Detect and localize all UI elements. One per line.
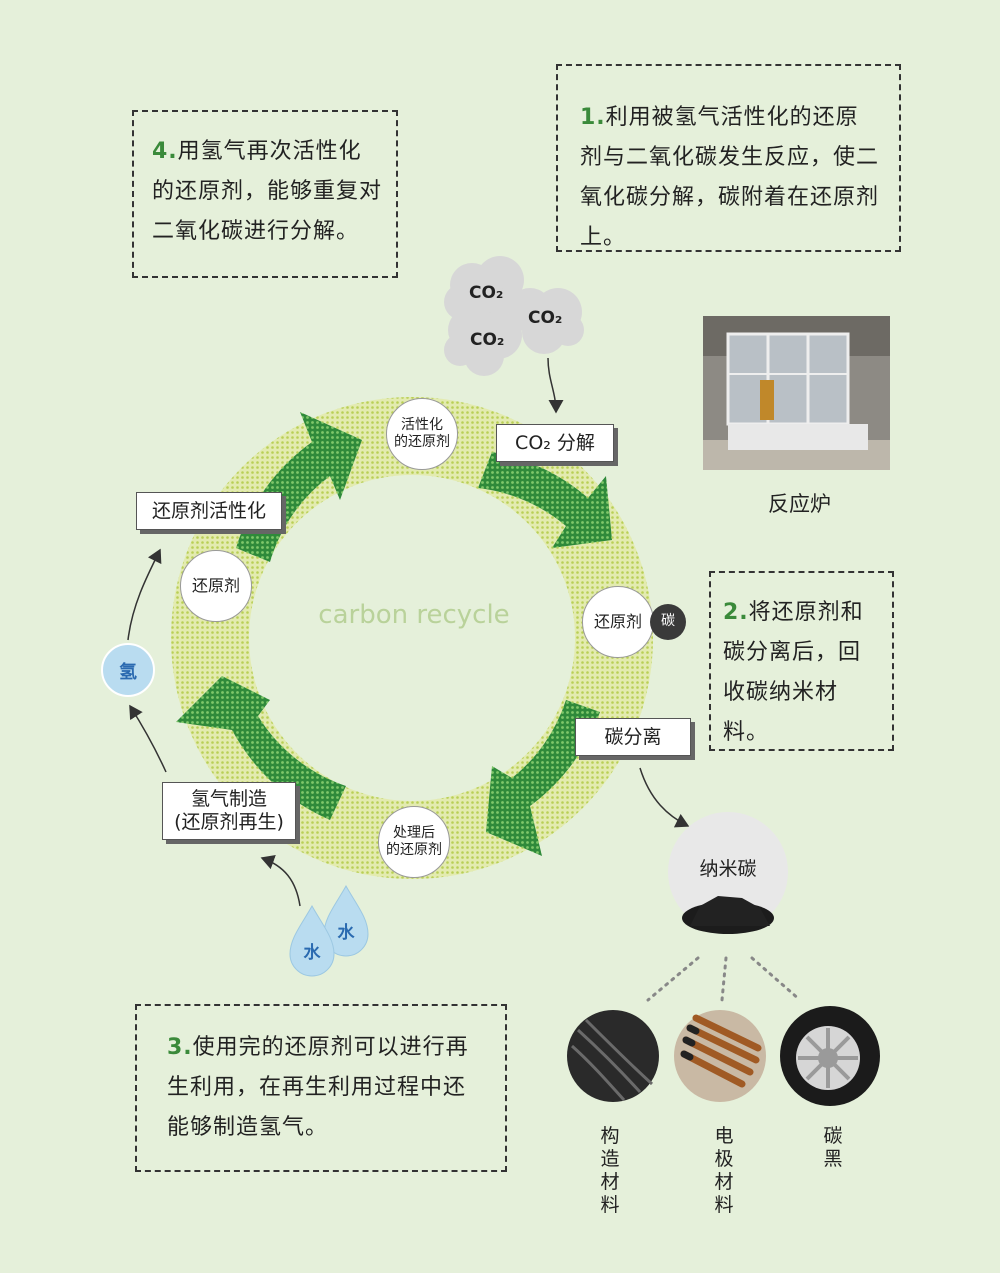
product-structural-label: 构造材料 <box>600 1125 620 1216</box>
step-1-box: 1.利用被氢气活性化的还原剂与二氧化碳发生反应，使二氧化碳分解，碳附着在还原剂上… <box>556 64 901 252</box>
step-4-text: 用氢气再次活性化的还原剂，能够重复对二氧化碳进行分解。 <box>152 139 383 244</box>
processed-line1: 处理后 <box>393 824 435 841</box>
co2-label-1: CO₂ <box>469 283 504 303</box>
water-to-hydrogen-make-arrow <box>260 855 301 907</box>
co2-decompose-label: CO₂ 分解 <box>496 424 614 462</box>
separation-to-nanocarbon-arrow <box>639 767 690 828</box>
water-label-front: 水 <box>303 943 321 963</box>
agent-left-label: 还原剂 <box>191 576 240 595</box>
agent-left-circle: 还原剂 <box>180 550 252 622</box>
carbon-separation-text: 碳分离 <box>604 725 662 748</box>
processed-line2: 的还原剂 <box>386 842 442 858</box>
step-2-box: 2.将还原剂和碳分离后，回收碳纳米材料。 <box>709 571 894 751</box>
cycle-arrow-bottom-right <box>486 700 600 856</box>
water-label-back: 水 <box>337 923 355 943</box>
step-3-text: 使用完的还原剂可以进行再生利用，在再生利用过程中还能够制造氢气。 <box>167 1035 469 1140</box>
step-2-number: 2. <box>723 600 749 625</box>
product-electrode-label: 电极材料 <box>714 1125 734 1216</box>
reactor-photo <box>703 316 890 470</box>
step-1-text: 利用被氢气活性化的还原剂与二氧化碳发生反应，使二氧化碳分解，碳附着在还原剂上。 <box>580 105 880 250</box>
hydrogen-label: 氢 <box>119 662 137 683</box>
hydrogen-to-agent-arrow <box>127 548 162 641</box>
dots-to-electrode <box>720 956 728 1002</box>
hydrogen-make-to-hydrogen-arrow <box>129 704 167 773</box>
co2-label-3: CO₂ <box>470 330 505 350</box>
carbon-dot-label: 碳 <box>661 613 675 630</box>
product-carbon-black-label: 碳黑 <box>823 1125 843 1170</box>
step-4-box: 4.用氢气再次活性化的还原剂，能够重复对二氧化碳进行分解。 <box>132 110 398 278</box>
reactor-caption: 反应炉 <box>768 492 831 516</box>
step-3-number: 3. <box>167 1035 193 1060</box>
co2-cloud-2 <box>508 288 584 354</box>
hydrogen-circle <box>101 643 155 697</box>
activated-agent-line1: 活性化 <box>401 416 443 433</box>
activated-agent-circle: 活性化的还原剂 <box>386 398 458 470</box>
dots-to-structural <box>646 956 700 1002</box>
carbon-separation-label: 碳分离 <box>575 718 691 756</box>
step-3-box: 3.使用完的还原剂可以进行再生利用，在再生利用过程中还能够制造氢气。 <box>135 1004 507 1172</box>
nano-carbon-circle <box>668 812 788 932</box>
agent-activation-label: 还原剂活性化 <box>136 492 282 530</box>
hydrogen-make-line2: (还原剂再生) <box>174 811 284 833</box>
cycle-arrow-bottom-left <box>176 676 346 820</box>
processed-agent-circle: 处理后的还原剂 <box>378 806 450 878</box>
hydrogen-make-line1: 氢气制造 <box>190 788 267 811</box>
hydrogen-make-label: 氢气制造(还原剂再生) <box>162 782 296 840</box>
water-drop-front <box>289 904 335 977</box>
step-4-number: 4. <box>152 139 178 164</box>
step-2-text: 将还原剂和碳分离后，回收碳纳米材料。 <box>723 600 864 745</box>
co2-decompose-text: CO₂ 分解 <box>515 431 595 454</box>
nano-carbon-label: 纳米碳 <box>699 858 757 880</box>
water-drop-back <box>323 884 369 957</box>
co2-cloud-3 <box>444 308 522 376</box>
activated-agent-line2: 的还原剂 <box>394 434 450 450</box>
cycle-arrow-top-right <box>478 452 612 548</box>
co2-to-decompose-arrow <box>547 357 564 414</box>
agent-activation-text: 还原剂活性化 <box>151 499 266 522</box>
agent-right-circle: 还原剂 <box>582 586 654 658</box>
co2-label-2: CO₂ <box>528 308 563 328</box>
carbon-black-image <box>780 1006 880 1106</box>
dots-to-carbon-black <box>750 956 802 1002</box>
cycle-center-text: carbon recycle <box>318 600 510 630</box>
agent-right-label: 还原剂 <box>593 612 642 631</box>
step-1-number: 1. <box>580 105 606 130</box>
carbon-dot: 碳 <box>650 604 686 640</box>
electrode-material-image <box>674 1010 766 1102</box>
structural-material-image <box>567 1010 659 1102</box>
